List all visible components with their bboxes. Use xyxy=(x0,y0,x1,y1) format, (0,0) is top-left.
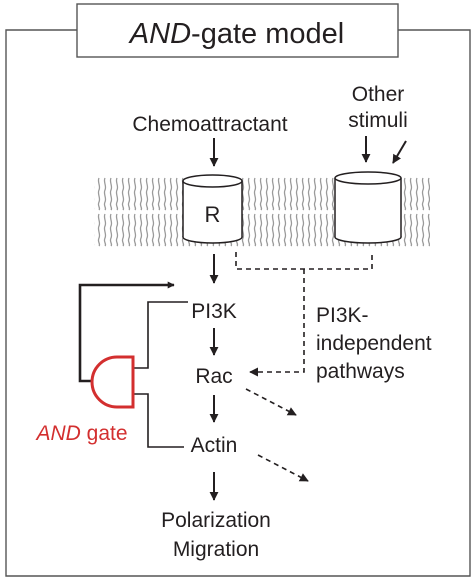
and-gate-label-italic: AND xyxy=(34,422,80,445)
independent-pathway-line xyxy=(235,252,373,270)
chemoattractant-label: Chemoattractant xyxy=(132,113,287,136)
independent-label-line3: pathways xyxy=(316,360,405,383)
and-gate-label: AND gate xyxy=(34,422,127,445)
and-gate-label-rest: gate xyxy=(81,422,128,445)
rac-label: Rac xyxy=(195,365,232,388)
and-gate-symbol xyxy=(90,355,135,409)
outer-frame xyxy=(5,29,471,577)
independent-label-line2: independent xyxy=(316,332,432,355)
other-receptor xyxy=(334,171,402,244)
title-italic: AND xyxy=(128,18,191,50)
output-label-line2: Migration xyxy=(173,538,259,561)
page-title: AND-gate model xyxy=(128,18,344,50)
pi3k-label: PI3K xyxy=(191,300,237,323)
other-stimuli-label-line1: Other xyxy=(352,83,405,106)
pi3k-input-line xyxy=(133,301,188,369)
feedback-loop-arrow xyxy=(78,281,175,383)
title-box xyxy=(76,3,399,58)
receptor-r: R xyxy=(182,174,243,244)
receptor-label: R xyxy=(205,202,221,227)
other-stimuli-arrow-2 xyxy=(392,140,407,164)
title-rest: -gate model xyxy=(191,18,344,50)
output-label-line1: Polarization xyxy=(161,509,271,532)
other-stimuli-label-line2: stimuli xyxy=(348,109,408,132)
actin-side-dashed-arrow xyxy=(257,454,309,482)
rac-side-dashed-arrow xyxy=(245,388,297,416)
actin-label: Actin xyxy=(191,434,238,457)
independent-to-rac-arrow xyxy=(249,269,305,377)
independent-label-line1: PI3K- xyxy=(316,304,369,327)
actin-input-line xyxy=(133,393,184,448)
